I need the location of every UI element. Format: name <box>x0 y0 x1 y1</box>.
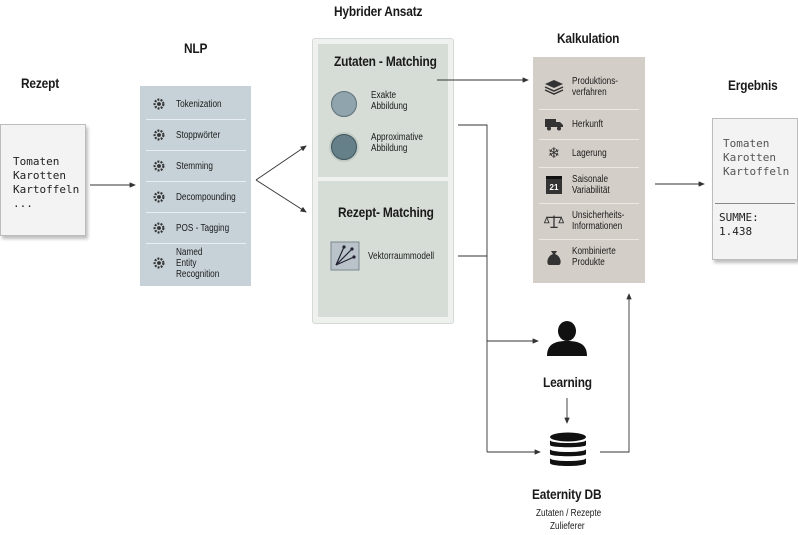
nlp-item: Named Entity Recognition <box>146 244 246 282</box>
zutaten-matching-box: Zutaten - Matching Exakte Abbildung Appr… <box>318 44 448 177</box>
recipe-line: Tomaten <box>13 155 60 168</box>
calc-item: ❄ Lagerung <box>539 139 639 168</box>
nlp-item-label: Stoppwörter <box>176 129 221 141</box>
calc-item: Produktions-verfahren <box>539 65 639 110</box>
calc-item-label: Kombinierte Produkte <box>572 246 616 268</box>
calendar-icon: 21 <box>544 176 564 194</box>
result-line: Tomaten <box>723 137 770 150</box>
result-line: Karotten <box>723 151 776 164</box>
exact-mapping-icon <box>331 91 357 117</box>
rezept-heading: Rezept <box>21 75 59 91</box>
vector-model-label: Vektorraummodell <box>368 251 435 262</box>
recipe-document: Tomaten Karotten Kartoffeln ... <box>0 124 86 236</box>
result-document: Tomaten Karotten Kartoffeln SUMME: 1.438 <box>712 118 798 260</box>
gear-icon <box>153 160 165 172</box>
calc-item-label: Saisonale Variabilität <box>572 174 610 196</box>
nlp-item-label: Named Entity Recognition <box>176 246 220 280</box>
calc-item-label: Lagerung <box>572 147 607 159</box>
nlp-item-label: POS - Tagging <box>176 222 230 234</box>
rezept-matching-box: Rezept- Matching Vektorraummodell <box>318 181 448 317</box>
approx-mapping-label: Approximative Abbildung <box>371 132 423 154</box>
calc-item: Herkunft <box>539 109 639 140</box>
nlp-panel: Tokenization Stoppwörter Stemming Decomp… <box>140 86 251 286</box>
hybrid-panel: Zutaten - Matching Exakte Abbildung Appr… <box>312 38 454 324</box>
nlp-item: Decompounding <box>146 182 246 213</box>
recipe-line: ... <box>13 197 33 210</box>
truck-icon <box>544 115 564 133</box>
calc-item: Unsicherheits-Informationen <box>539 203 639 240</box>
db-subtitle: Zutaten / Rezepte <box>536 508 602 519</box>
nlp-item-label: Stemming <box>176 160 213 172</box>
bag-icon <box>544 248 564 266</box>
db-subtitle: Zulieferer <box>550 521 585 532</box>
approx-mapping-icon <box>331 134 357 160</box>
rezept-matching-title: Rezept- Matching <box>338 204 434 220</box>
hybrid-heading: Hybrider Ansatz <box>334 3 423 19</box>
nlp-item: POS - Tagging <box>146 213 246 244</box>
gear-icon <box>153 191 165 203</box>
exact-mapping-label: Exakte Abbildung <box>371 90 408 112</box>
nlp-item: Stemming <box>146 151 246 182</box>
gear-icon <box>153 257 165 269</box>
result-lines: Tomaten Karotten Kartoffeln <box>723 137 789 179</box>
result-divider <box>715 203 795 204</box>
learning-label: Learning <box>543 374 592 390</box>
nlp-item: Tokenization <box>146 89 246 120</box>
nlp-item-label: Tokenization <box>176 98 222 110</box>
result-line: Kartoffeln <box>723 165 790 178</box>
db-label: Eaternity DB <box>532 486 602 502</box>
nlp-item-label: Decompounding <box>176 191 236 203</box>
result-sum-value: 1.438 <box>719 225 753 238</box>
result-sum-label: SUMME: <box>719 211 759 224</box>
arrow-db-calc <box>600 293 632 453</box>
layers-icon <box>544 78 564 96</box>
recipe-lines: Tomaten Karotten Kartoffeln ... <box>13 155 79 211</box>
calc-item-label: Herkunft <box>572 118 603 130</box>
database-icon <box>550 432 586 466</box>
snowflake-icon: ❄ <box>547 144 561 162</box>
arrow-nlp-hybrid-up <box>255 145 307 181</box>
nlp-heading: NLP <box>184 40 208 56</box>
gear-icon <box>153 222 165 234</box>
calc-item: Kombinierte Produkte <box>539 239 639 275</box>
ergebnis-heading: Ergebnis <box>728 77 778 93</box>
calendar-day: 21 <box>546 176 562 194</box>
arrow-nlp-hybrid-down <box>255 179 307 213</box>
calc-item-label: Unsicherheits-Informationen <box>572 210 625 232</box>
scale-icon <box>544 212 564 230</box>
zutaten-matching-title: Zutaten - Matching <box>334 53 437 69</box>
kalkulation-heading: Kalkulation <box>557 30 620 46</box>
calc-item: 21 Saisonale Variabilität <box>539 167 639 204</box>
recipe-line: Karotten <box>13 169 66 182</box>
user-icon <box>547 321 587 356</box>
vector-model-icon <box>330 241 360 271</box>
kalkulation-panel: Produktions-verfahren Herkunft ❄ Lagerun… <box>533 57 645 283</box>
result-sum: SUMME: 1.438 <box>719 211 759 239</box>
nlp-item: Stoppwörter <box>146 120 246 151</box>
recipe-line: Kartoffeln <box>13 183 80 196</box>
line-hybrid-down <box>458 124 488 452</box>
gear-icon <box>153 98 165 110</box>
calc-item-label: Produktions-verfahren <box>572 76 619 98</box>
gear-icon <box>153 129 165 141</box>
